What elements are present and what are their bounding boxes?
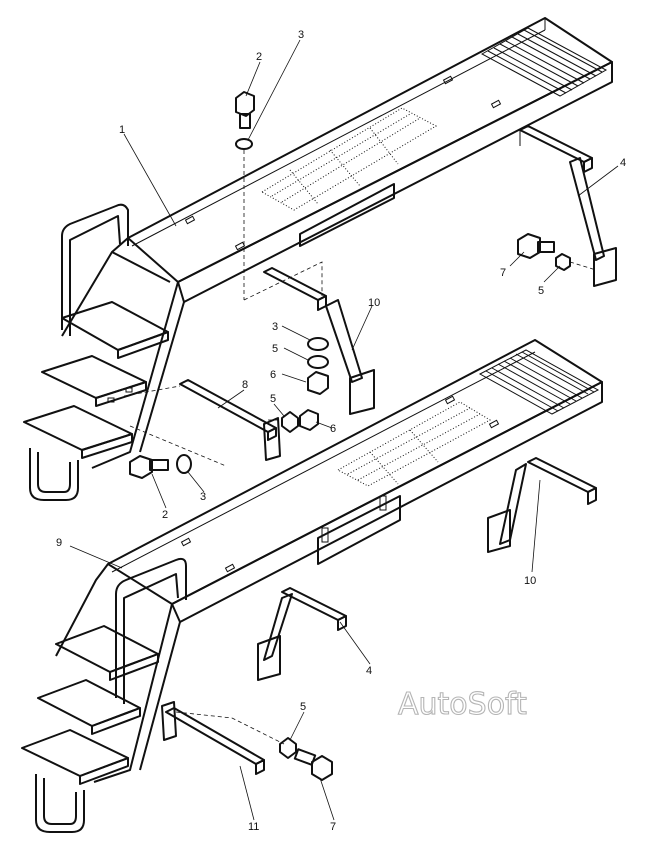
washer-3-mid (307, 337, 329, 351)
nut-5-lower (279, 737, 297, 759)
callout-5-b8: 5 (270, 393, 276, 405)
callout-11: 11 (248, 821, 259, 833)
leader-lines (69, 39, 619, 821)
nut-5-upper (555, 253, 571, 271)
bracket-10-lower (487, 457, 597, 553)
watermark: AutoSoft (398, 687, 527, 722)
callout-8: 8 (242, 379, 248, 391)
bracket-10-upper (263, 267, 375, 415)
washer-5-mid (307, 355, 329, 369)
support-4-upper (519, 125, 617, 287)
upper-stairs (23, 203, 185, 501)
lower-tread-texture (336, 401, 492, 487)
callout-3-lower: 3 (200, 491, 206, 503)
bolt-7-upper (517, 233, 555, 259)
nut-5-b8 (281, 411, 299, 433)
upper-grating (480, 27, 608, 97)
nut-6-b8 (299, 409, 319, 431)
callout-9: 9 (56, 537, 62, 549)
callout-6-b8: 6 (330, 423, 336, 435)
support-4-lower (257, 587, 347, 681)
bolt-upper (235, 91, 255, 129)
callout-10-lower: 10 (524, 575, 536, 587)
callout-7-upper: 7 (500, 267, 506, 279)
nut-6-mid (307, 371, 329, 395)
callout-1: 1 (119, 124, 125, 136)
callout-2-upper: 2 (256, 51, 262, 63)
callout-7-lower: 7 (330, 821, 336, 833)
washer-upper (235, 138, 253, 150)
callout-4-lower: 4 (366, 665, 372, 677)
callout-6-mid: 6 (270, 369, 276, 381)
callout-10-upper: 10 (368, 297, 380, 309)
lower-grating (478, 349, 600, 415)
upper-platform (23, 17, 613, 501)
callout-2-lower: 2 (162, 509, 168, 521)
callout-labels: 1 2 3 4 7 5 10 3 5 6 8 5 6 2 3 9 10 4 5 … (56, 29, 626, 833)
bolt-lower-2 (129, 455, 169, 479)
callout-5-upper: 5 (538, 285, 544, 297)
callout-5-mid: 5 (272, 343, 278, 355)
callout-3-upper: 3 (298, 29, 304, 41)
callout-5-lower: 5 (300, 701, 306, 713)
washer-lower-3 (176, 454, 192, 474)
upper-tread-texture (261, 107, 438, 211)
callout-4-upper: 4 (620, 157, 626, 169)
bolt-7-lower (293, 748, 333, 781)
lower-platform (21, 339, 603, 833)
bracket-11 (161, 701, 265, 775)
lower-stairs (21, 557, 187, 833)
callout-3-mid: 3 (272, 321, 278, 333)
bracket-8 (179, 379, 281, 461)
